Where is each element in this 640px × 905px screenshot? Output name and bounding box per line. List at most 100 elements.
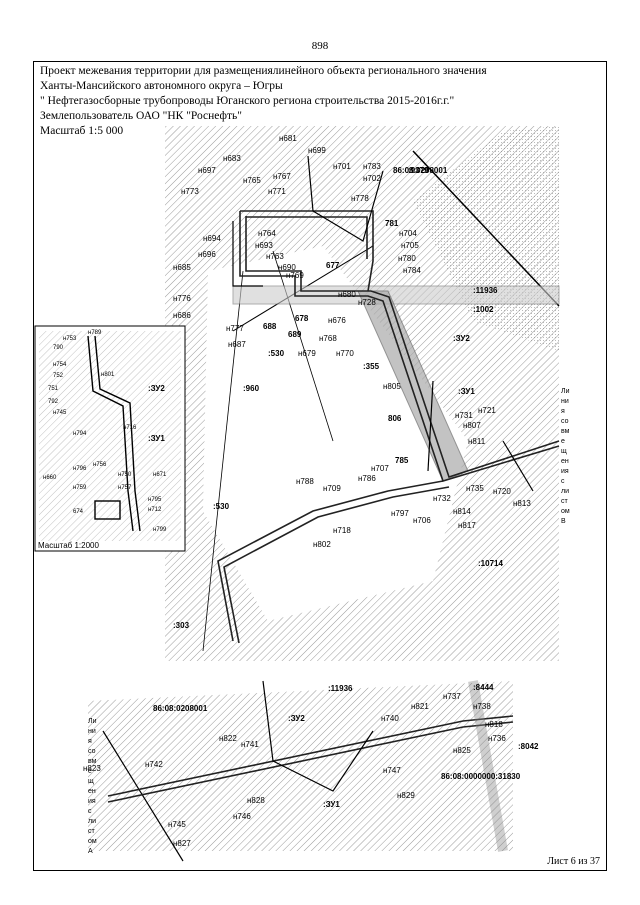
legend-char: ен: [88, 788, 96, 795]
point-label: н776: [173, 294, 191, 303]
bottom-point: н747: [383, 766, 401, 775]
cadastral-label: :9379: [408, 166, 429, 175]
legend-char: ия: [561, 468, 569, 475]
inset-parcel-label: :ЗУ2: [148, 384, 165, 393]
legend-char: Ли: [88, 718, 97, 725]
point-label: н704: [399, 229, 417, 238]
bottom-point: н827: [173, 839, 191, 848]
point-label: н721: [478, 406, 496, 415]
cadastral-label: :530: [213, 502, 230, 511]
point-label: н679: [298, 349, 316, 358]
legend-char: ни: [561, 398, 569, 405]
point-label: н728: [358, 298, 376, 307]
point-label: н814: [453, 507, 471, 516]
inset-point: 752: [53, 373, 64, 379]
cadastral-label: 86:08:0208001: [393, 166, 448, 175]
bottom-point: н825: [453, 746, 471, 755]
bottom-point: н828: [247, 796, 265, 805]
cadastral-label: :11936: [473, 286, 498, 295]
legend-char: ен: [561, 458, 569, 465]
parcel-labels: :ЗУ2 :ЗУ1: [453, 334, 475, 396]
main-map-hatch: [165, 126, 559, 661]
point-label: н765: [243, 176, 261, 185]
boundary-lines: [232, 155, 534, 492]
bottom-point: н745: [168, 820, 186, 829]
inset-point: н671: [153, 472, 167, 478]
legend-char: с: [561, 478, 565, 485]
bottom-point: н738: [473, 702, 491, 711]
bottom-cadastral: 86:08:0000000:31830: [441, 772, 521, 781]
point-label: н771: [268, 187, 286, 196]
inset-point: 790: [53, 345, 64, 351]
point-label: 678: [295, 314, 309, 323]
point-label: н780: [398, 254, 416, 263]
legend-char: щ: [88, 778, 94, 785]
point-label: н676: [328, 316, 346, 325]
legend-char: с: [88, 808, 92, 815]
point-label: н788: [296, 477, 314, 486]
bottom-parcel: :ЗУ2: [288, 714, 305, 723]
pipeline-corridor: [217, 210, 560, 644]
inset-point: н799: [153, 527, 167, 533]
legend-char: вм: [88, 758, 97, 765]
title-line-2: Ханты-Мансийского автономного округа – Ю…: [40, 80, 283, 92]
inset-point: н789: [88, 330, 102, 336]
point-label: н690: [278, 263, 296, 272]
point-label: н701: [333, 162, 351, 171]
cadastral-label: :960: [243, 384, 260, 393]
point-label: н767: [273, 172, 291, 181]
point-label: н707: [371, 464, 389, 473]
point-label: н720: [493, 487, 511, 496]
drawing-header: Проект межевания территории для размещен…: [40, 64, 487, 139]
point-label: н681: [279, 134, 297, 143]
point-label: н763: [266, 252, 284, 261]
legend-char: е: [88, 768, 92, 775]
point-label: н764: [258, 229, 276, 238]
bottom-point: н740: [381, 714, 399, 723]
bottom-point: н823: [83, 764, 101, 773]
point-label: н769: [286, 271, 304, 280]
point-label: н805: [383, 382, 401, 391]
point-label: н687: [228, 340, 246, 349]
inset-point: н716: [123, 425, 137, 431]
legend-char: В: [561, 518, 566, 525]
bottom-point: н822: [219, 734, 237, 743]
inset-point: 792: [48, 399, 59, 405]
sheet-label: Лист 6 из 37: [547, 856, 600, 867]
bottom-point: н818: [485, 720, 503, 729]
drawing-frame: [33, 61, 607, 871]
point-label: н680: [338, 290, 356, 299]
bottom-point: н821: [411, 702, 429, 711]
inset-point: н796: [73, 466, 87, 472]
point-label: н735: [466, 484, 484, 493]
point-label: н718: [333, 526, 351, 535]
parcel-label: :ЗУ2: [453, 334, 470, 343]
point-label: н685: [173, 263, 191, 272]
bottom-cadastral: :8042: [518, 742, 539, 751]
bottom-point: н741: [241, 740, 259, 749]
bottom-cadastral: :11936: [328, 684, 353, 693]
parcel-label: :ЗУ1: [458, 387, 475, 396]
point-label: н817: [458, 521, 476, 530]
inset-point: 674: [73, 509, 84, 515]
legend-char: ли: [88, 818, 96, 825]
point-label: н706: [413, 516, 431, 525]
point-label: н702: [363, 174, 381, 183]
point-label: 806: [388, 414, 402, 423]
legend-char: ия: [88, 798, 96, 805]
bottom-point: н737: [443, 692, 461, 701]
cadastral-labels: 86:08:0208001 :9379 :11936 :1002 :530 :9…: [173, 166, 503, 630]
inset-point: н753: [63, 336, 77, 342]
point-label: н807: [463, 421, 481, 430]
point-label: н699: [308, 146, 326, 155]
legend-char: ст: [561, 498, 569, 505]
point-label: н697: [198, 166, 216, 175]
cadastral-map: 86:08:0208001 :9379 :11936 :1002 :530 :9…: [34, 126, 570, 862]
point-label: н783: [363, 162, 381, 171]
inset-map: н753 н789 790 н754 752 н801 751 792 н745…: [34, 325, 186, 552]
inset-point: н759: [73, 485, 87, 491]
point-label: 689: [288, 330, 302, 339]
legend-char: ом: [88, 838, 97, 845]
legend-char: я: [561, 408, 565, 415]
cadastral-label: :355: [363, 362, 380, 371]
